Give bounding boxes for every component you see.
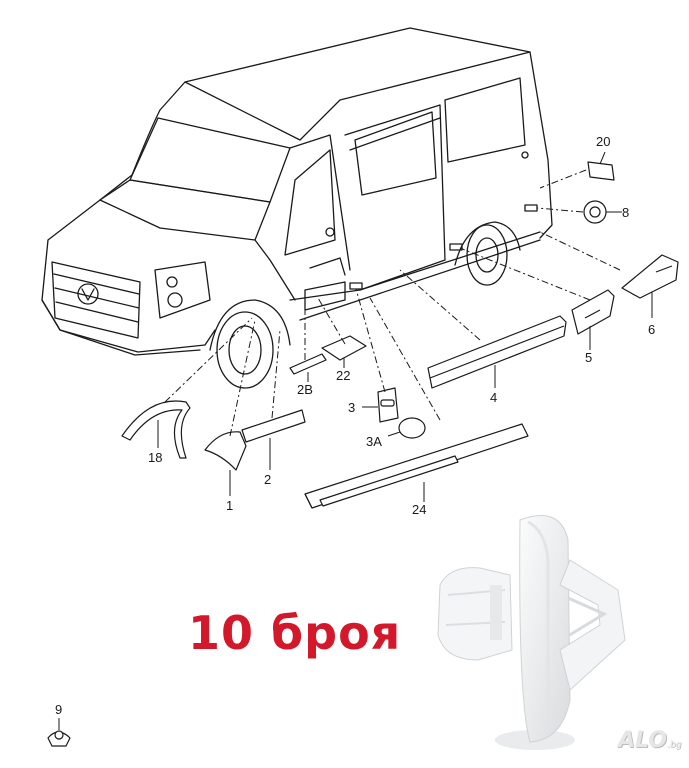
leader-lines xyxy=(58,151,653,730)
part-5-shape xyxy=(571,289,615,335)
callout-labels: 20 8 6 5 4 3 3A 22 2B 2 1 18 24 9 xyxy=(55,134,655,717)
callout-4: 4 xyxy=(490,390,497,405)
callout-2: 2 xyxy=(264,472,271,487)
part-1-shape xyxy=(204,431,247,471)
callout-3a: 3A xyxy=(366,434,382,449)
part-20-shape xyxy=(587,161,615,181)
callout-5: 5 xyxy=(585,350,592,365)
callout-24: 24 xyxy=(412,502,426,517)
clip-product-photo xyxy=(437,515,626,750)
part-22-shape xyxy=(321,335,367,361)
part-18-shape xyxy=(121,400,191,459)
callout-6: 6 xyxy=(648,322,655,337)
callout-9: 9 xyxy=(55,702,62,717)
part-2-shape xyxy=(241,409,306,443)
callout-8: 8 xyxy=(622,205,629,220)
parts-drawings xyxy=(47,161,679,747)
watermark-logo: ALO.bg xyxy=(618,728,681,753)
callout-3: 3 xyxy=(348,400,355,415)
callout-1: 1 xyxy=(226,498,233,513)
part-2b-shape xyxy=(289,353,327,375)
callout-20: 20 xyxy=(596,134,610,149)
watermark-suffix: .bg xyxy=(666,740,682,750)
callout-22: 22 xyxy=(336,368,350,383)
van-illustration xyxy=(41,27,553,389)
callout-2b: 2B xyxy=(297,382,313,397)
quantity-label: 10 броя xyxy=(188,606,402,660)
part-6-shape xyxy=(621,254,679,299)
part-3a-shape xyxy=(398,417,426,439)
watermark-brand: ALO xyxy=(618,728,667,753)
callout-18: 18 xyxy=(148,450,162,465)
